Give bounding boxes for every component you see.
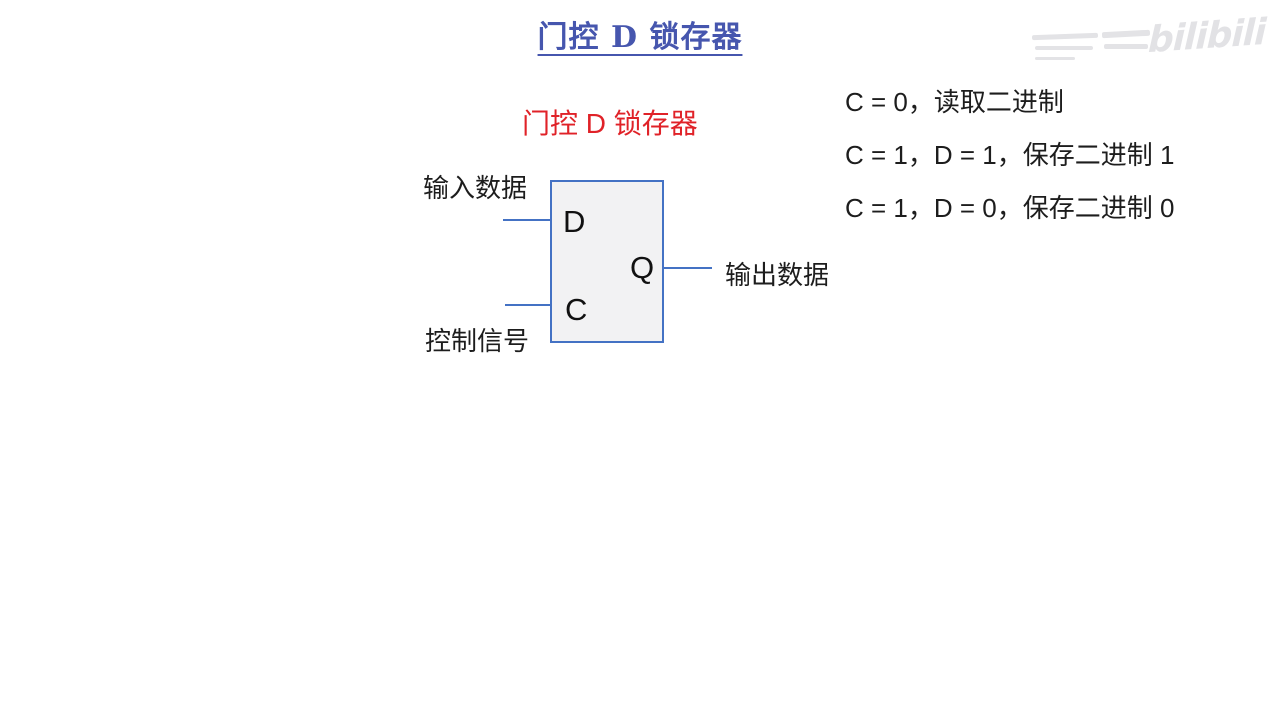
diagram-subtitle: 门控 D 锁存器	[522, 108, 698, 139]
pin-label-q: Q	[630, 250, 655, 285]
wire-c-input	[505, 304, 551, 306]
note-line-1: C = 0，读取二进制	[845, 87, 1064, 117]
scribble-mark	[1031, 32, 1099, 41]
latch-box: D C Q	[550, 180, 664, 343]
note-line-2: C = 1，D = 1，保存二进制 1	[845, 140, 1175, 170]
label-input-data: 输入数据	[423, 173, 528, 203]
scribble-mark	[1101, 29, 1151, 39]
pin-label-d: D	[563, 204, 586, 239]
watermark: bilibili	[1020, 8, 1276, 78]
scribble-mark	[1035, 57, 1075, 60]
page-title: 门控 D 锁存器	[537, 20, 743, 55]
pin-label-c: C	[565, 292, 588, 327]
scribble-mark	[1104, 44, 1148, 49]
wire-d-input	[503, 219, 551, 221]
notes-block: C = 0，读取二进制 C = 1，D = 1，保存二进制 1 C = 1，D …	[845, 87, 1174, 246]
label-control-signal: 控制信号	[425, 326, 530, 356]
bilibili-logo: bilibili	[1147, 11, 1267, 62]
scribble-mark	[1035, 46, 1093, 50]
note-line-3: C = 1，D = 0，保存二进制 0	[845, 193, 1175, 223]
label-output-data: 输出数据	[725, 260, 830, 290]
wire-q-output	[663, 267, 712, 269]
